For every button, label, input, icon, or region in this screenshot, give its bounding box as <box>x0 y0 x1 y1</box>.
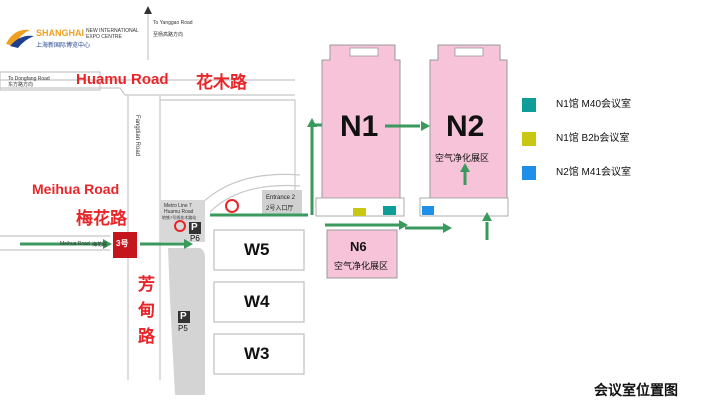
marker-b2b <box>353 208 366 216</box>
hall-w3 <box>213 333 305 375</box>
entrance-en: Entrance 2 <box>266 195 296 201</box>
map-title: 会议室位置图 <box>594 382 678 398</box>
road-huamu-cn: 花木路 <box>196 73 247 92</box>
hall-w4-label: W4 <box>244 292 270 311</box>
parking-p5-letter: P <box>180 311 187 322</box>
road-meihua-en: Meihua Road <box>32 181 120 197</box>
gate-3-block <box>113 232 137 258</box>
hall-n2-shape <box>419 44 509 217</box>
logo-brand: SHANGHAI <box>36 28 85 38</box>
legend-swatch-b2b <box>522 132 536 146</box>
hall-w3-label: W3 <box>244 344 270 363</box>
hall-w5-label: W5 <box>244 240 270 259</box>
parking-icon <box>178 222 201 323</box>
legend-label-b2b: N1馆 B2b会议室 <box>556 133 630 144</box>
parking-p6-label: P6 <box>190 234 200 243</box>
sign-north-cn: 至杨高路方向 <box>153 32 184 38</box>
sign-dongfang-en: To Dongfang Road <box>8 76 50 82</box>
logo-sub-cn: 上海新国际博览中心 <box>36 43 91 49</box>
hall-n6-shape <box>326 229 398 279</box>
hall-n1-label: N1 <box>340 110 379 143</box>
legend-swatch-m40 <box>522 98 536 112</box>
hall-w5 <box>213 229 305 271</box>
sign-dongfang-cn: 东方路方向 <box>8 82 34 88</box>
west-halls <box>213 229 305 375</box>
road-huamu-en: Huamu Road <box>76 71 169 88</box>
parking-p6-letter: P <box>191 222 198 233</box>
hall-n2-label: N2 <box>446 110 485 143</box>
meeting-room-markers <box>353 206 434 216</box>
metro-cn: 地铁7号线花木路站 <box>162 215 197 220</box>
legend-label-m40: N1馆 M40会议室 <box>556 99 632 110</box>
marker-m41 <box>422 206 434 215</box>
logo-sub-en-2: EXPO CENTRE <box>86 34 122 40</box>
sign-meihua-cn: 梅花路 <box>92 242 108 248</box>
hall-n6-label: N6 <box>350 239 367 254</box>
logo-sub-en-1: NEW INTERNATIONAL <box>86 28 139 34</box>
metro-icon <box>174 199 239 232</box>
road-fangdian-cn: 芳甸路 <box>138 275 155 346</box>
legend-label-m41: N2馆 M41会议室 <box>556 167 632 178</box>
north-arrow-icon <box>144 6 152 14</box>
road-meihua-cn: 梅花路 <box>76 209 127 228</box>
sign-meihua-en: Meihua Road <box>60 241 90 247</box>
marker-m40 <box>383 206 396 215</box>
logo-mark-icon <box>6 29 34 48</box>
entrance-2-block <box>262 190 302 214</box>
sign-fangdian-road: Fangdian Road <box>134 115 140 157</box>
gate-3-label: 3号 <box>116 239 129 248</box>
metro-en-2: Huamu Road <box>164 209 194 215</box>
entrance-cn: 2号入口厅 <box>266 206 294 212</box>
sign-north-en: To Yanggao Road <box>153 20 193 26</box>
metro-en-1: Metro Line 7 <box>164 203 192 209</box>
hall-w4 <box>213 281 305 323</box>
arrow-heads <box>103 118 492 249</box>
parking-p5-label: P5 <box>178 324 188 333</box>
hall-n2-sub: 空气净化展区 <box>435 153 490 163</box>
route-arrows <box>20 123 489 246</box>
hall-n6-sub: 空气净化展区 <box>334 261 389 271</box>
legend-swatch-m41 <box>522 166 536 180</box>
